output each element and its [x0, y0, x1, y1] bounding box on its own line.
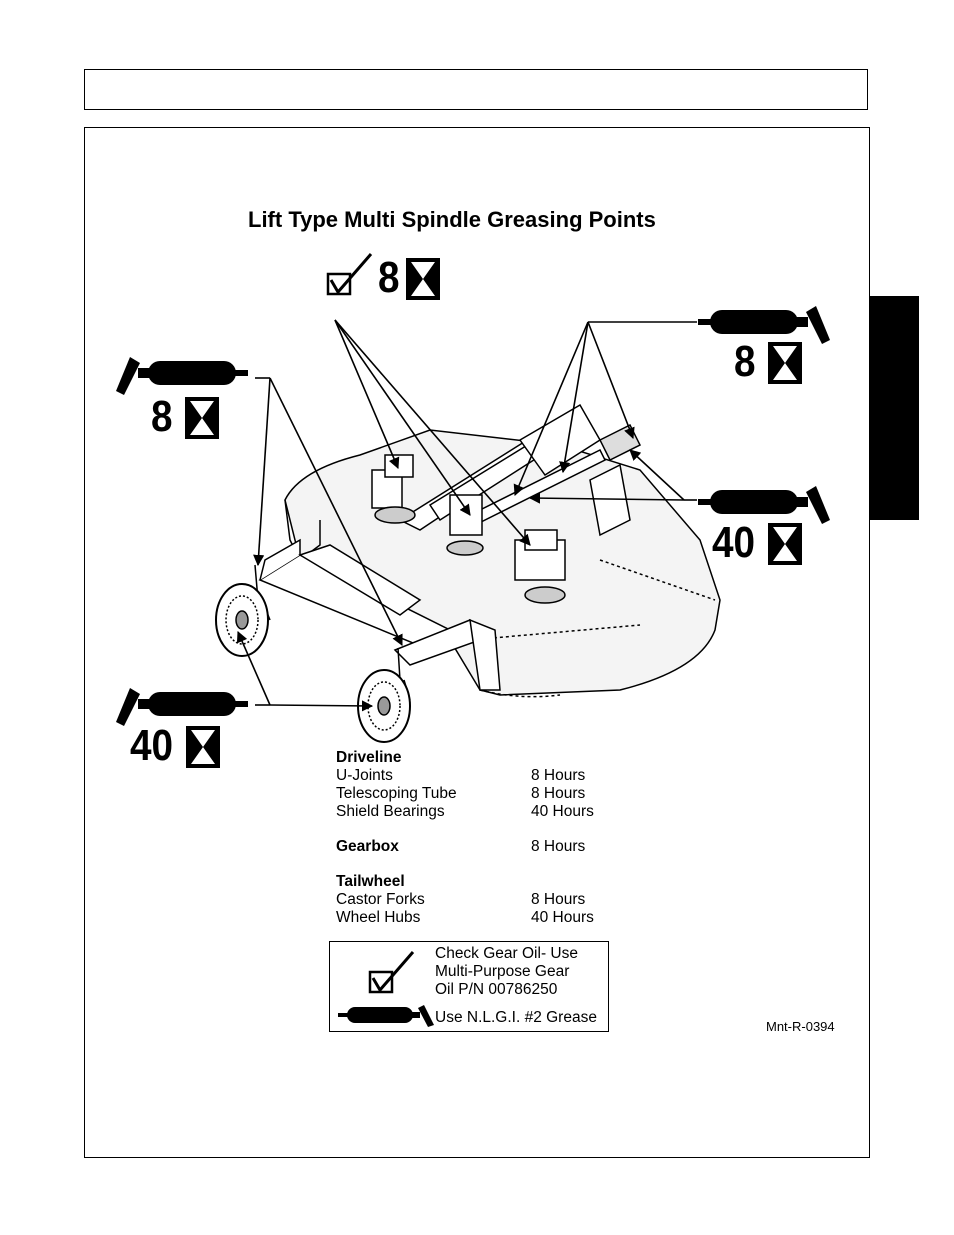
schedule-item-label: U-Joints [336, 767, 393, 785]
legend-box: Check Gear Oil- Use Multi-Purpose Gear O… [329, 941, 609, 1032]
schedule-item-hours: 8 Hours [531, 785, 585, 803]
legend-oil-line3: Oil P/N 00786250 [435, 981, 557, 999]
interval-grease-left-top: 8 [151, 395, 173, 439]
hourglass-icon [406, 258, 440, 300]
schedule-item-hours: 8 Hours [531, 891, 585, 909]
schedule-item-hours: 40 Hours [531, 909, 594, 927]
driveline-heading: Driveline [336, 749, 401, 767]
hourglass-icon [768, 342, 802, 384]
legend-oil-line2: Multi-Purpose Gear [435, 963, 569, 981]
schedule-item-label: Wheel Hubs [336, 909, 420, 927]
hourglass-icon [186, 726, 220, 768]
gearbox-heading: Gearbox [336, 838, 399, 856]
check-box-icon [368, 950, 418, 996]
grease-gun-icon [116, 357, 248, 397]
legend-oil-line1: Check Gear Oil- Use [435, 945, 578, 963]
schedule-item-label: Telescoping Tube [336, 785, 457, 803]
schedule-item-hours: 8 Hours [531, 838, 585, 856]
schedule-item-hours: 40 Hours [531, 803, 594, 821]
grease-gun-icon [698, 306, 830, 346]
grease-gun-icon [338, 1005, 434, 1027]
legend-grease: Use N.L.G.I. #2 Grease [435, 1009, 597, 1027]
interval-grease-right-top: 8 [734, 340, 756, 384]
interval-gear-oil: 8 [378, 256, 400, 300]
interval-grease-right-mid: 40 [712, 521, 755, 565]
hourglass-icon [185, 397, 219, 439]
schedule-item-label: Shield Bearings [336, 803, 445, 821]
tailwheel-heading: Tailwheel [336, 873, 405, 891]
interval-grease-left-bottom: 40 [130, 724, 173, 768]
check-box-icon [326, 252, 376, 298]
hourglass-icon [768, 523, 802, 565]
figure-reference: Mnt-R-0394 [766, 1019, 835, 1034]
schedule-item-hours: 8 Hours [531, 767, 585, 785]
schedule-item-label: Castor Forks [336, 891, 425, 909]
